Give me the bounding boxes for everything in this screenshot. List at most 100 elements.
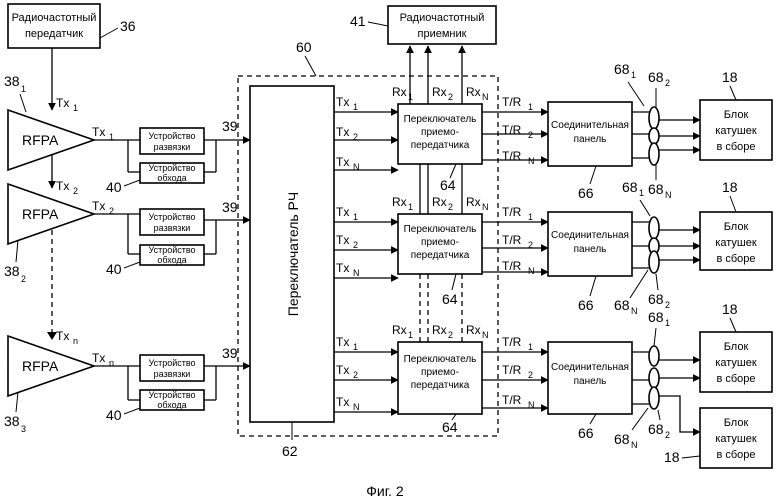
cable-bundle-1: [632, 106, 701, 166]
ref-40: 40: [106, 179, 122, 195]
figure-caption: Фиг. 2: [366, 483, 404, 499]
ref-36: 36: [120, 18, 136, 34]
ref-18: 18: [664, 449, 680, 465]
isolator-row-1: Tx 1 Устройство развязки Устройство обхо…: [92, 118, 251, 195]
rx-label: Rx: [432, 323, 447, 337]
trsw-label-line2: приемо-: [421, 127, 459, 138]
ref-38-sub: 3: [21, 424, 26, 434]
rx-label: Rx: [466, 195, 481, 209]
tr-label: T/R: [502, 363, 522, 377]
tx-sub: 2: [73, 186, 78, 196]
ref-68-sub: N: [631, 440, 638, 450]
rfpa-label: RFPA: [22, 358, 59, 374]
tx-label: Tx: [56, 96, 69, 110]
tr-label: T/R: [502, 335, 522, 349]
coil-label-line2: катушек: [715, 125, 757, 137]
tr-sub: N: [528, 266, 535, 276]
ref-68: 68: [622, 179, 638, 195]
tx-label: Tx: [336, 335, 349, 349]
rx-label: Rx: [432, 195, 447, 209]
tr-sub: N: [528, 400, 535, 410]
trsw-label-line3: передатчика: [411, 380, 470, 391]
rfpa-label: RFPA: [22, 132, 59, 148]
panel-label-line1: Соединительная: [551, 120, 629, 131]
coil-label-line2: катушек: [715, 357, 757, 369]
tx-sub: n: [109, 358, 114, 368]
ref-68-sub: 2: [665, 300, 670, 310]
rfpa-label: RFPA: [22, 206, 59, 222]
ref-39: 39: [222, 345, 238, 361]
trsw-label-line1: Переключатель: [404, 114, 477, 125]
ref-68: 68: [648, 291, 664, 307]
coil-label-line1: Блок: [724, 221, 749, 233]
ref-38-sub: 2: [21, 274, 26, 284]
rx-label: Rx: [392, 85, 407, 99]
ref-40: 40: [106, 407, 122, 423]
tx-label: Tx: [92, 125, 105, 139]
tx-sub: 1: [353, 102, 358, 112]
ref-38: 38: [4, 413, 20, 429]
ref-38: 38: [4, 73, 20, 89]
tx-label: Tx: [336, 155, 349, 169]
rx-sub: 1: [408, 330, 413, 340]
ref-66: 66: [578, 425, 594, 441]
tx-sub: 1: [353, 342, 358, 352]
tr-sub: 1: [528, 342, 533, 352]
tr-label: T/R: [502, 149, 522, 163]
rx-label: Rx: [466, 323, 481, 337]
connection-panel-3: Соединительная панель: [547, 341, 633, 415]
coil-assembly-3: Блок катушек в сборе: [699, 331, 773, 393]
coil-label-line3: в сборе: [716, 373, 755, 385]
rx-label: Rx: [432, 85, 447, 99]
transmitter-label-line1: Радиочастотный: [12, 12, 97, 24]
trsw-label-line1: Переключатель: [404, 224, 477, 235]
ref-18: 18: [722, 179, 738, 195]
ref-64: 64: [442, 291, 458, 307]
tx-sub: N: [353, 268, 360, 278]
rx-sub: N: [482, 92, 489, 102]
ref-68: 68: [614, 431, 630, 447]
ref-68-sub: N: [631, 306, 638, 316]
tx-label: Tx: [92, 351, 105, 365]
ref-64: 64: [440, 177, 456, 193]
tx-label: Tx: [336, 261, 349, 275]
coil-assembly-1: Блок катушек в сборе: [699, 99, 773, 161]
tx-label: Tx: [56, 179, 69, 193]
tr-switch-row-2: Tx 1 Tx 2 Tx N Переключатель приемо- пер…: [334, 195, 549, 307]
panel-label-line2: панель: [574, 376, 607, 387]
isolator-label-line1: Устройство: [148, 212, 195, 222]
ref-18: 18: [722, 69, 738, 85]
ref-68: 68: [648, 421, 664, 437]
coil-label-line2: катушек: [715, 433, 757, 445]
ref-18: 18: [722, 301, 738, 317]
coil-label-line1: Блок: [724, 417, 749, 429]
tx-label: Tx: [336, 125, 349, 139]
ref-68-sub: 1: [631, 70, 636, 80]
tr-label: T/R: [502, 233, 522, 247]
ref-68: 68: [648, 181, 664, 197]
tr-sub: 2: [528, 370, 533, 380]
tx-sub: 1: [109, 132, 114, 142]
coil-label-line2: катушек: [715, 237, 757, 249]
rx-label: Rx: [466, 85, 481, 99]
rfpa-amplifier-1: RFPA: [7, 108, 97, 172]
tr-label: T/R: [502, 95, 522, 109]
rf-switch-block: Переключатель РЧ: [249, 85, 335, 423]
tx-label: Tx: [56, 329, 69, 343]
isolator-label-line1: Устройство: [148, 131, 195, 141]
rfpa-amplifier-2: RFPA: [7, 182, 97, 246]
tx-sub: N: [353, 162, 360, 172]
tx-label: Tx: [92, 199, 105, 213]
tx-sub: n: [73, 336, 78, 346]
isolator-label-line1: Устройство: [148, 358, 195, 368]
trsw-label-line2: приемо-: [421, 237, 459, 248]
connection-panel-1: Соединительная панель: [547, 101, 633, 167]
trsw-label-line3: передатчика: [411, 140, 470, 151]
bypass-label-line2: обхода: [157, 400, 186, 410]
connection-panel-2: Соединительная панель: [547, 211, 633, 277]
tr-sub: 1: [528, 212, 533, 222]
ref-40: 40: [106, 261, 122, 277]
cable-bundle-3: [632, 345, 701, 436]
coil-label-line1: Блок: [724, 341, 749, 353]
bypass-label-line1: Устройство: [148, 163, 195, 173]
